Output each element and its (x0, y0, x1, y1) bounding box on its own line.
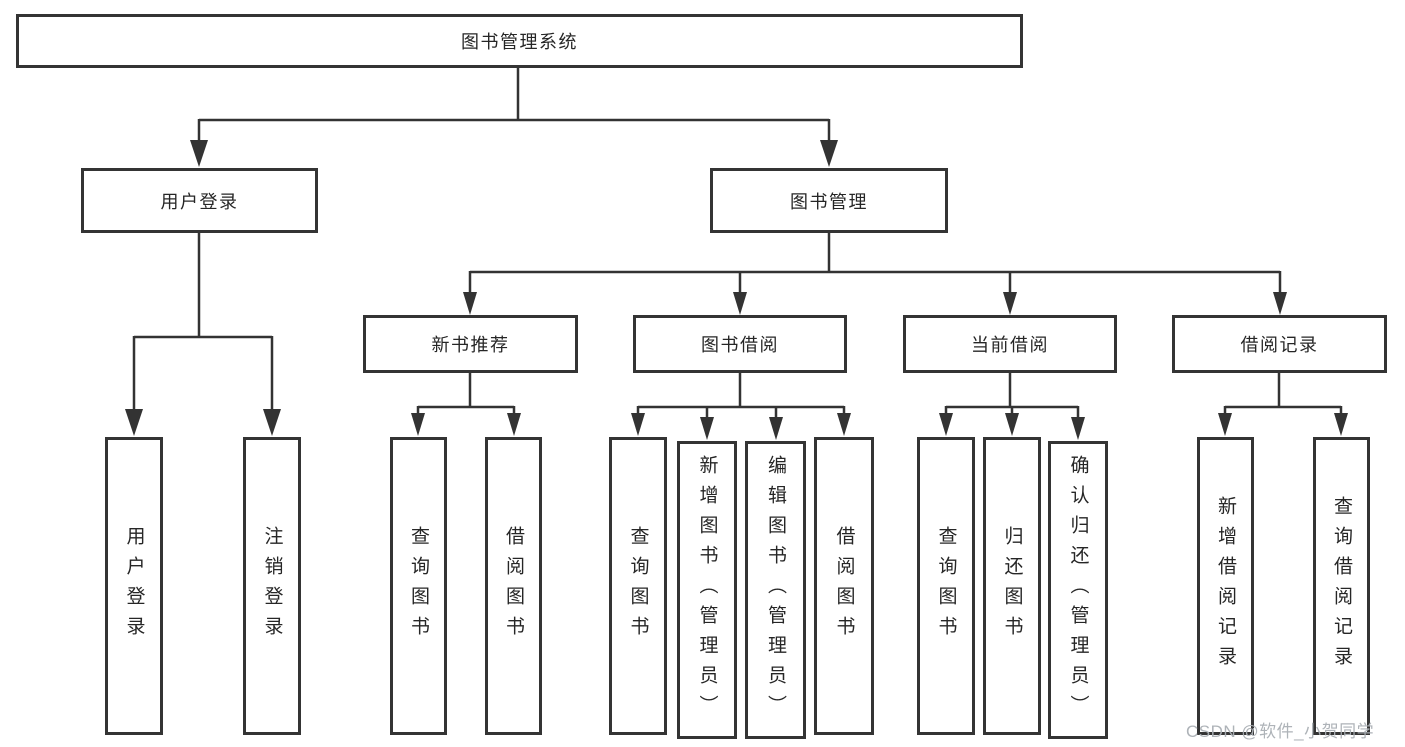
node-current-borrow: 当前借阅 (903, 315, 1117, 373)
node-user-login: 用户登录 (81, 168, 318, 233)
node-library-system: 图书管理系统 (16, 14, 1023, 68)
leaf-borrow-books-1: 借阅图书 (485, 437, 542, 735)
leaf-logout: 注销登录 (243, 437, 301, 735)
leaf-return-books: 归还图书 (983, 437, 1041, 735)
leaf-query-books-1: 查询图书 (390, 437, 447, 735)
leaf-query-books-3: 查询图书 (917, 437, 975, 735)
node-book-borrow: 图书借阅 (633, 315, 847, 373)
node-book-management: 图书管理 (710, 168, 948, 233)
leaf-user-login: 用户登录 (105, 437, 163, 735)
leaf-add-borrow-record: 新增借阅记录 (1197, 437, 1254, 735)
leaf-edit-books-admin: 编辑图书（管理员） (745, 441, 806, 739)
leaf-confirm-return-admin: 确认归还（管理员） (1048, 441, 1108, 739)
node-new-book-recommend: 新书推荐 (363, 315, 578, 373)
leaf-add-books-admin: 新增图书（管理员） (677, 441, 737, 739)
leaf-borrow-books-2: 借阅图书 (814, 437, 874, 735)
csdn-watermark: CSDN @软件_小贺同学 (1186, 722, 1375, 741)
node-borrow-records: 借阅记录 (1172, 315, 1387, 373)
leaf-query-borrow-record: 查询借阅记录 (1313, 437, 1370, 735)
leaf-query-books-2: 查询图书 (609, 437, 667, 735)
